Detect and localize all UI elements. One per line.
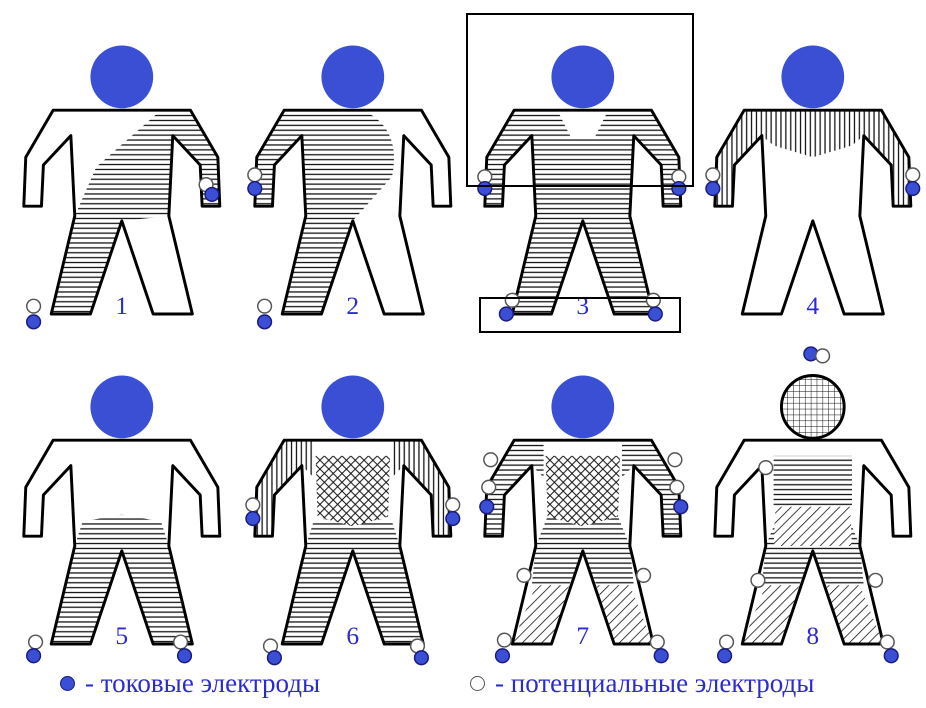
- potential-electrode: [869, 573, 883, 587]
- potential-electrode: [759, 461, 773, 475]
- potential-electrode: [637, 569, 651, 583]
- legend-potential-label: - потенциальные электроды: [495, 668, 814, 698]
- head: [321, 45, 384, 108]
- potential-electrode: [668, 453, 682, 467]
- current-electrode: [884, 649, 898, 663]
- potential-electrode: [498, 633, 512, 647]
- current-electrode: [478, 182, 492, 196]
- figure-2: 2: [248, 45, 451, 328]
- figure-label: 8: [806, 621, 819, 650]
- current-electrode: [205, 188, 219, 202]
- head: [551, 375, 614, 438]
- current-electrode: [446, 512, 460, 526]
- figure-8: 8: [715, 347, 911, 663]
- potential-electrode: [816, 349, 830, 363]
- potential-electrode: [258, 299, 272, 313]
- potential-electrode: [670, 480, 684, 494]
- legend-current: - токовые электроды: [60, 668, 320, 699]
- current-electrode: [268, 651, 282, 665]
- potential-electrode: [650, 635, 664, 649]
- potential-electrode: [505, 293, 519, 307]
- figure-label: 1: [115, 291, 128, 320]
- figure-label: 6: [346, 621, 359, 650]
- current-electrode: [500, 307, 514, 321]
- figure-label: 5: [115, 621, 128, 650]
- potential-electrode: [906, 168, 920, 182]
- current-electrode: [248, 182, 262, 196]
- figure-label: 4: [806, 291, 819, 320]
- current-electrode: [706, 182, 720, 196]
- legend: - токовые электроды - потенциальные элек…: [60, 668, 920, 702]
- current-electrode: [415, 651, 429, 665]
- current-electrode: [718, 649, 732, 663]
- figure-6: 6: [246, 375, 460, 664]
- potential-electrode: [484, 453, 498, 467]
- current-electrode: [27, 649, 41, 663]
- potential-electrode: [174, 635, 188, 649]
- head: [90, 375, 153, 438]
- figure-label: 2: [346, 291, 359, 320]
- head: [781, 45, 844, 108]
- potential-electrode-icon: [470, 676, 485, 691]
- potential-electrode: [27, 299, 41, 313]
- potential-electrode: [720, 635, 734, 649]
- potential-electrode: [751, 573, 765, 587]
- potential-electrode: [647, 293, 661, 307]
- figure-5: 5: [24, 375, 220, 662]
- figure-1: 1: [24, 45, 220, 328]
- current-electrode: [648, 307, 662, 321]
- potential-electrode: [706, 168, 720, 182]
- potential-electrode: [248, 168, 262, 182]
- head: [90, 45, 153, 108]
- legend-current-label: - токовые электроды: [85, 668, 320, 698]
- figure-7: 7: [480, 375, 688, 662]
- current-electrode: [480, 500, 494, 514]
- potential-electrode: [880, 635, 894, 649]
- head: [781, 375, 844, 438]
- current-electrode: [178, 649, 192, 663]
- potential-electrode: [482, 480, 496, 494]
- current-electrode: [496, 649, 510, 663]
- potential-electrode: [29, 635, 43, 649]
- figure-3: 3: [478, 45, 686, 320]
- potential-electrode: [446, 498, 460, 512]
- current-electrode: [674, 500, 688, 514]
- current-electrode: [672, 182, 686, 196]
- head: [321, 375, 384, 438]
- legend-potential: - потенциальные электроды: [470, 668, 814, 699]
- current-electrode: [654, 649, 668, 663]
- current-electrode: [258, 315, 272, 329]
- figure-label: 7: [576, 621, 589, 650]
- current-electrode: [246, 512, 260, 526]
- current-electrode: [906, 182, 920, 196]
- potential-electrode: [517, 569, 531, 583]
- head: [551, 45, 614, 108]
- figure-4: 4: [706, 45, 920, 320]
- current-electrode: [27, 315, 41, 329]
- current-electrode-icon: [60, 676, 75, 691]
- potential-electrode: [246, 498, 260, 512]
- figure-label: 3: [576, 291, 589, 320]
